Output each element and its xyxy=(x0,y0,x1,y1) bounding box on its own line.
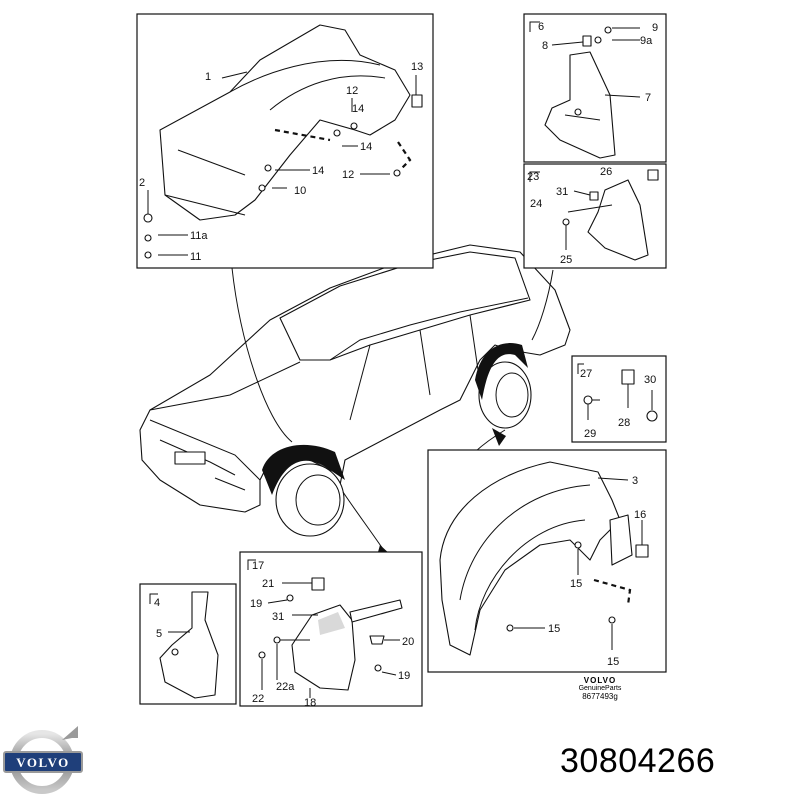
label-28: 28 xyxy=(618,417,630,429)
label-29: 29 xyxy=(584,428,596,440)
label-15c: 15 xyxy=(607,656,619,668)
label-12b: 12 xyxy=(342,169,354,181)
label-19a: 19 xyxy=(250,598,262,610)
label-31-upper: 31 xyxy=(556,186,568,198)
logo-text: VOLVO xyxy=(16,755,69,770)
label-10: 10 xyxy=(294,185,306,197)
label-3: 3 xyxy=(632,475,638,487)
label-11a: 11a xyxy=(190,230,208,242)
label-11: 11 xyxy=(190,251,201,263)
label-14c: 14 xyxy=(312,165,324,177)
label-22a: 22a xyxy=(276,681,295,693)
label-20: 20 xyxy=(402,636,414,648)
car-outline-icon xyxy=(139,244,571,556)
label-14a: 14 xyxy=(352,103,364,115)
label-26: 26 xyxy=(600,166,612,178)
label-14b: 14 xyxy=(360,141,372,153)
label-19b: 19 xyxy=(398,670,410,682)
label-30: 30 xyxy=(644,374,656,386)
mudflap-rear-alt xyxy=(562,169,659,261)
label-27: 27 xyxy=(580,368,592,380)
mudflap-front-alt xyxy=(258,577,403,698)
label-15b: 15 xyxy=(548,623,560,635)
volvo-logo-icon: VOLVO xyxy=(3,726,83,794)
label-6: 6 xyxy=(538,21,544,33)
label-5: 5 xyxy=(156,628,162,640)
mudflap-front xyxy=(159,591,219,699)
label-13: 13 xyxy=(411,61,423,73)
label-2: 2 xyxy=(139,177,145,189)
label-9: 9 xyxy=(652,22,658,34)
label-22: 22 xyxy=(252,693,264,705)
label-15a: 15 xyxy=(570,578,582,590)
genuine-parts-stamp: VOLVO GenuineParts 8677493g xyxy=(565,676,635,701)
label-17: 17 xyxy=(252,560,264,572)
label-12a: 12 xyxy=(346,85,358,97)
label-18: 18 xyxy=(304,697,316,709)
label-21: 21 xyxy=(262,578,274,590)
rear-wheel-liner xyxy=(439,461,649,656)
label-16: 16 xyxy=(634,509,646,521)
diagram-code: 8677493g xyxy=(582,692,618,701)
label-9a: 9a xyxy=(640,35,653,47)
genuine-text: GenuineParts xyxy=(578,685,622,692)
label-7: 7 xyxy=(645,92,651,104)
label-31-lower: 31 xyxy=(272,611,284,623)
fasteners-27 xyxy=(583,369,658,422)
label-24: 24 xyxy=(530,198,542,210)
label-4: 4 xyxy=(154,597,160,609)
mudflap-rear xyxy=(544,26,641,159)
label-25: 25 xyxy=(560,254,572,266)
label-23: 23 xyxy=(527,171,539,183)
part-number: 30804266 xyxy=(560,742,716,780)
genuine-brand: VOLVO xyxy=(583,676,617,685)
label-1: 1 xyxy=(205,71,211,83)
label-8: 8 xyxy=(542,40,548,52)
front-wheel-liner xyxy=(143,24,423,259)
